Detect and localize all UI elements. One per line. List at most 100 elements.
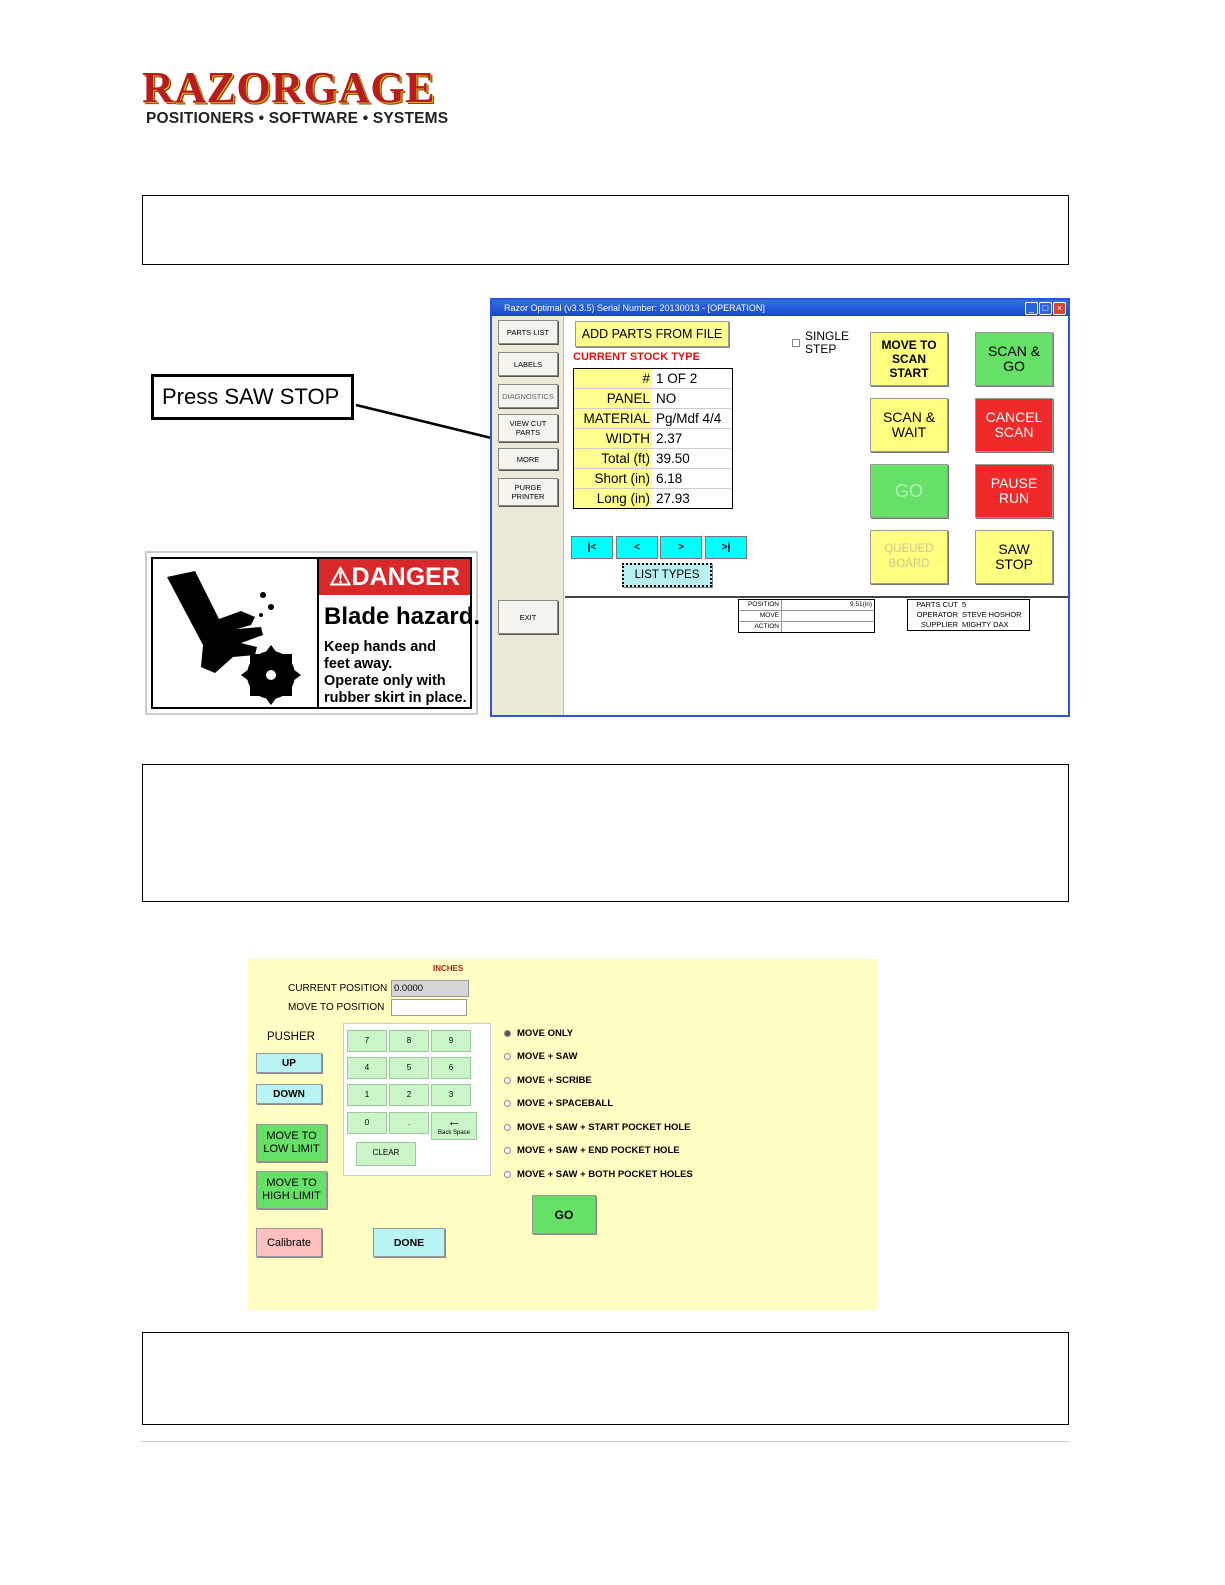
razor-optimal-window: Razor Optimal (v3.3.5) Serial Number: 20… — [490, 298, 1070, 717]
labels-button[interactable]: LABELS — [498, 352, 558, 376]
scan-and-wait-button[interactable]: SCAN & WAIT — [870, 398, 948, 452]
window-title: Razor Optimal (v3.3.5) Serial Number: 20… — [504, 303, 765, 313]
key-6[interactable]: 6 — [431, 1057, 471, 1079]
warning-triangle-icon: ⚠ — [329, 563, 352, 591]
stock-row: Total (ft)39.50 — [574, 449, 732, 469]
saw-stop-button[interactable]: SAW STOP — [975, 530, 1053, 584]
more-button[interactable]: MORE — [498, 448, 558, 470]
danger-header: ⚠DANGER — [319, 559, 470, 595]
pusher-label: PUSHER — [267, 1031, 315, 1043]
back-arrow-icon: ← — [447, 1113, 461, 1129]
option-move-scribe[interactable]: MOVE + SCRIBE — [504, 1075, 592, 1086]
diagnostics-button[interactable]: DIAGNOSTICS — [498, 384, 558, 408]
stock-row: Long (in)27.93 — [574, 489, 732, 508]
current-position-value: 0.0000 — [391, 980, 469, 997]
backspace-button[interactable]: ← Back Space — [431, 1112, 477, 1140]
current-position-label: CURRENT POSITION — [288, 983, 388, 994]
minimize-icon[interactable]: _ — [1025, 302, 1038, 315]
close-icon[interactable]: × — [1053, 302, 1066, 315]
parts-list-button[interactable]: PARTS LIST — [498, 320, 558, 344]
footer-divider — [140, 1441, 1070, 1442]
pusher-control-panel: INCHES CURRENT POSITION 0.0000 MOVE TO P… — [248, 959, 878, 1310]
stock-row: Short (in)6.18 — [574, 469, 732, 489]
option-move-spaceball[interactable]: MOVE + SPACEBALL — [504, 1098, 613, 1109]
note-box-1 — [142, 195, 1069, 265]
note-box-3 — [142, 1332, 1069, 1425]
key-0[interactable]: 0 — [347, 1112, 387, 1134]
key-7[interactable]: 7 — [347, 1030, 387, 1052]
key-4[interactable]: 4 — [347, 1057, 387, 1079]
option-move-saw-both-pockets[interactable]: MOVE + SAW + BOTH POCKET HOLES — [504, 1169, 693, 1180]
stock-row: #1 OF 2 — [574, 369, 732, 389]
maximize-icon[interactable]: □ — [1039, 302, 1052, 315]
pause-run-button[interactable]: PAUSE RUN — [975, 464, 1053, 518]
option-move-saw-start-pocket[interactable]: MOVE + SAW + START POCKET HOLE — [504, 1122, 690, 1133]
single-step-box[interactable] — [792, 339, 800, 347]
exit-button[interactable]: EXIT — [498, 600, 558, 634]
radio-unselected[interactable] — [504, 1076, 511, 1084]
radio-unselected[interactable] — [504, 1123, 511, 1131]
option-move-saw[interactable]: MOVE + SAW — [504, 1051, 577, 1062]
add-parts-from-file-button[interactable]: ADD PARTS FROM FILE — [575, 321, 729, 347]
option-move-saw-end-pocket[interactable]: MOVE + SAW + END POCKET HOLE — [504, 1145, 680, 1156]
logo-tagline: POSITIONERS • SOFTWARE • SYSTEMS — [146, 110, 449, 127]
first-page-button[interactable]: |< — [571, 536, 613, 559]
next-page-button[interactable]: > — [660, 536, 702, 559]
cancel-scan-button[interactable]: CANCEL SCAN — [975, 398, 1053, 452]
saw-stop-callout: Press SAW STOP — [151, 374, 354, 420]
razorgage-logo: RAZORGAGE — [142, 63, 435, 112]
note-box-2 — [142, 764, 1069, 902]
option-move-only[interactable]: MOVE ONLY — [504, 1028, 573, 1039]
move-to-scan-start-button[interactable]: MOVE TO SCAN START — [870, 332, 948, 386]
key-9[interactable]: 9 — [431, 1030, 471, 1052]
radio-unselected[interactable] — [504, 1052, 511, 1060]
scan-and-go-button[interactable]: SCAN & GO — [975, 332, 1053, 386]
pusher-go-button[interactable]: GO — [532, 1195, 596, 1234]
move-to-high-limit-button[interactable]: MOVE TO HIGH LIMIT — [256, 1171, 327, 1209]
key-3[interactable]: 3 — [431, 1084, 471, 1106]
radio-selected[interactable] — [504, 1029, 511, 1037]
done-button[interactable]: DONE — [373, 1228, 445, 1257]
current-stock-type-label: CURRENT STOCK TYPE — [573, 351, 700, 363]
pusher-down-button[interactable]: DOWN — [256, 1084, 322, 1104]
list-types-button[interactable]: LIST TYPES — [622, 563, 712, 587]
divider — [565, 596, 1068, 598]
move-to-position-label: MOVE TO POSITION — [288, 1002, 385, 1013]
queued-board-button[interactable]: QUEUED BOARD — [870, 530, 948, 584]
view-cut-parts-button[interactable]: VIEW CUT PARTS — [498, 414, 558, 442]
pusher-up-button[interactable]: UP — [256, 1053, 322, 1073]
move-to-low-limit-button[interactable]: MOVE TO LOW LIMIT — [256, 1124, 327, 1162]
nav-sidebar: PARTS LIST LABELS DIAGNOSTICS VIEW CUT P… — [492, 316, 564, 715]
prev-page-button[interactable]: < — [616, 536, 658, 559]
single-step-checkbox[interactable]: SINGLE STEP — [792, 330, 849, 356]
single-step-label: SINGLE STEP — [805, 329, 850, 356]
key-8[interactable]: 8 — [389, 1030, 429, 1052]
danger-sign: ⚠DANGER Blade hazard. Keep hands and fee… — [145, 551, 481, 715]
purge-printer-button[interactable]: PURGE PRINTER — [498, 478, 558, 506]
radio-unselected[interactable] — [504, 1146, 511, 1154]
danger-title: Blade hazard. — [324, 603, 481, 630]
window-titlebar: Razor Optimal (v3.3.5) Serial Number: 20… — [492, 300, 1068, 316]
move-to-position-input[interactable] — [391, 999, 467, 1016]
key-2[interactable]: 2 — [389, 1084, 429, 1106]
last-page-button[interactable]: >| — [705, 536, 747, 559]
clear-button[interactable]: CLEAR — [356, 1142, 416, 1166]
key-1[interactable]: 1 — [347, 1084, 387, 1106]
calibrate-button[interactable]: Calibrate — [256, 1228, 322, 1257]
key-5[interactable]: 5 — [389, 1057, 429, 1079]
go-button[interactable]: GO — [870, 464, 948, 518]
radio-unselected[interactable] — [504, 1099, 511, 1107]
blade-hazard-icon — [167, 571, 301, 705]
radio-unselected[interactable] — [504, 1170, 511, 1178]
key-decimal[interactable]: . — [389, 1112, 429, 1134]
units-label: INCHES — [433, 964, 464, 973]
keypad: 7 8 9 4 5 6 1 2 3 0 . ← Back Space CLEAR — [343, 1023, 491, 1176]
danger-message: Keep hands and feet away. Operate only w… — [324, 639, 467, 706]
